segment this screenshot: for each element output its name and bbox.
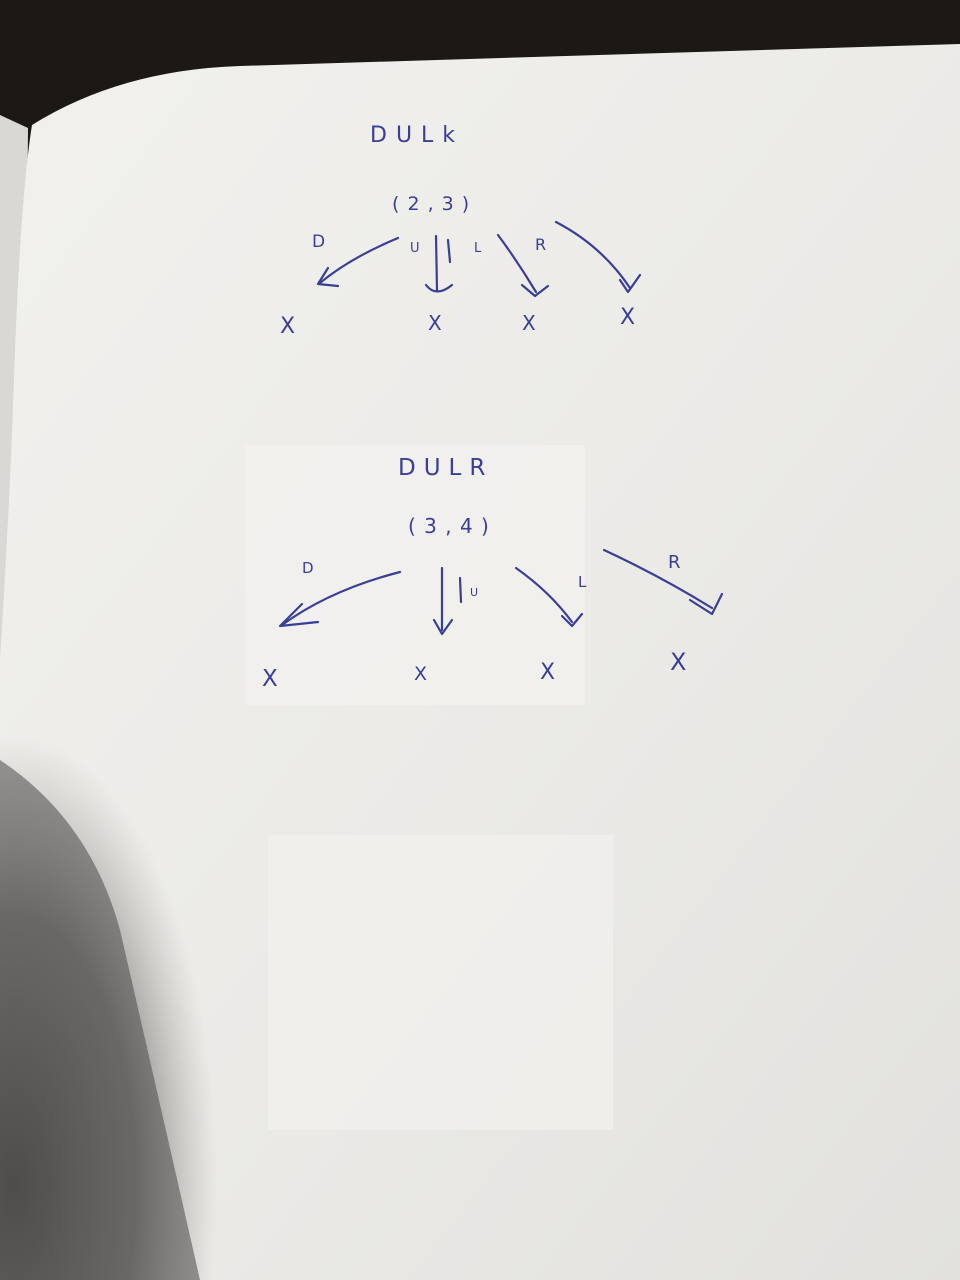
tree-1: DULk ( 2 , 3 ) D U L R X X X X [280,123,642,339]
tree-1-state: ( 2 , 3 ) [392,193,470,215]
tree-2-arrow-d [280,570,402,627]
tree-2-arrow-l [514,566,574,624]
tree-2-leaf-r: X [670,648,686,676]
tree-2-label-r: R [668,552,681,573]
tree-1-label-d: D [312,232,325,252]
tree-1-leaf-r: X [620,305,635,330]
tree-1-arrow-d [318,236,400,285]
tree-1-tick [446,238,452,264]
tree-2-label-u: U [470,586,478,599]
tree-2-label-l: L [578,573,587,591]
tree-1-arrow-r-head [618,273,642,294]
paper-patch [268,835,613,1130]
tree-1-leaf-l: X [522,311,536,335]
tree-1-arrow-d-head [316,266,340,288]
tree-2-arrow-r [602,548,714,610]
tree-2-tick [458,576,463,604]
tree-2-arrow-l-head [560,612,584,628]
tree-1-label-u: U [410,241,420,256]
tree-2-heading: DULR [398,455,493,481]
tree-1-arrow-l-head [520,283,550,298]
hand-shadow [0,760,200,1280]
tree-2-leaf-d: X [262,666,278,692]
tree-1-label-r: R [535,235,546,254]
paper-patch [245,445,585,705]
tree-2-arrow-r-head [688,592,724,616]
tree-1-heading: DULk [370,123,464,148]
tree-2-leaf-l: X [540,660,555,685]
tree-2-leaf-u: X [414,663,427,685]
tree-1-arrow-u-head [424,283,454,293]
tree-2: DULR ( 3 , 4 ) D U L R X X X X [262,455,724,692]
tree-1-arrow-l [496,233,538,294]
tree-1-leaf-d: X [280,314,295,339]
tree-1-label-l: L [474,241,482,256]
tree-2-arrow-u-head [432,618,454,636]
tree-1-leaf-u: X [428,311,442,335]
tree-2-state: ( 3 , 4 ) [408,514,490,538]
tree-2-arrow-d-head [278,602,320,628]
tree-1-arrow-r [554,220,632,290]
tree-2-label-d: D [302,559,314,577]
tree-1-arrow-u [434,234,439,292]
